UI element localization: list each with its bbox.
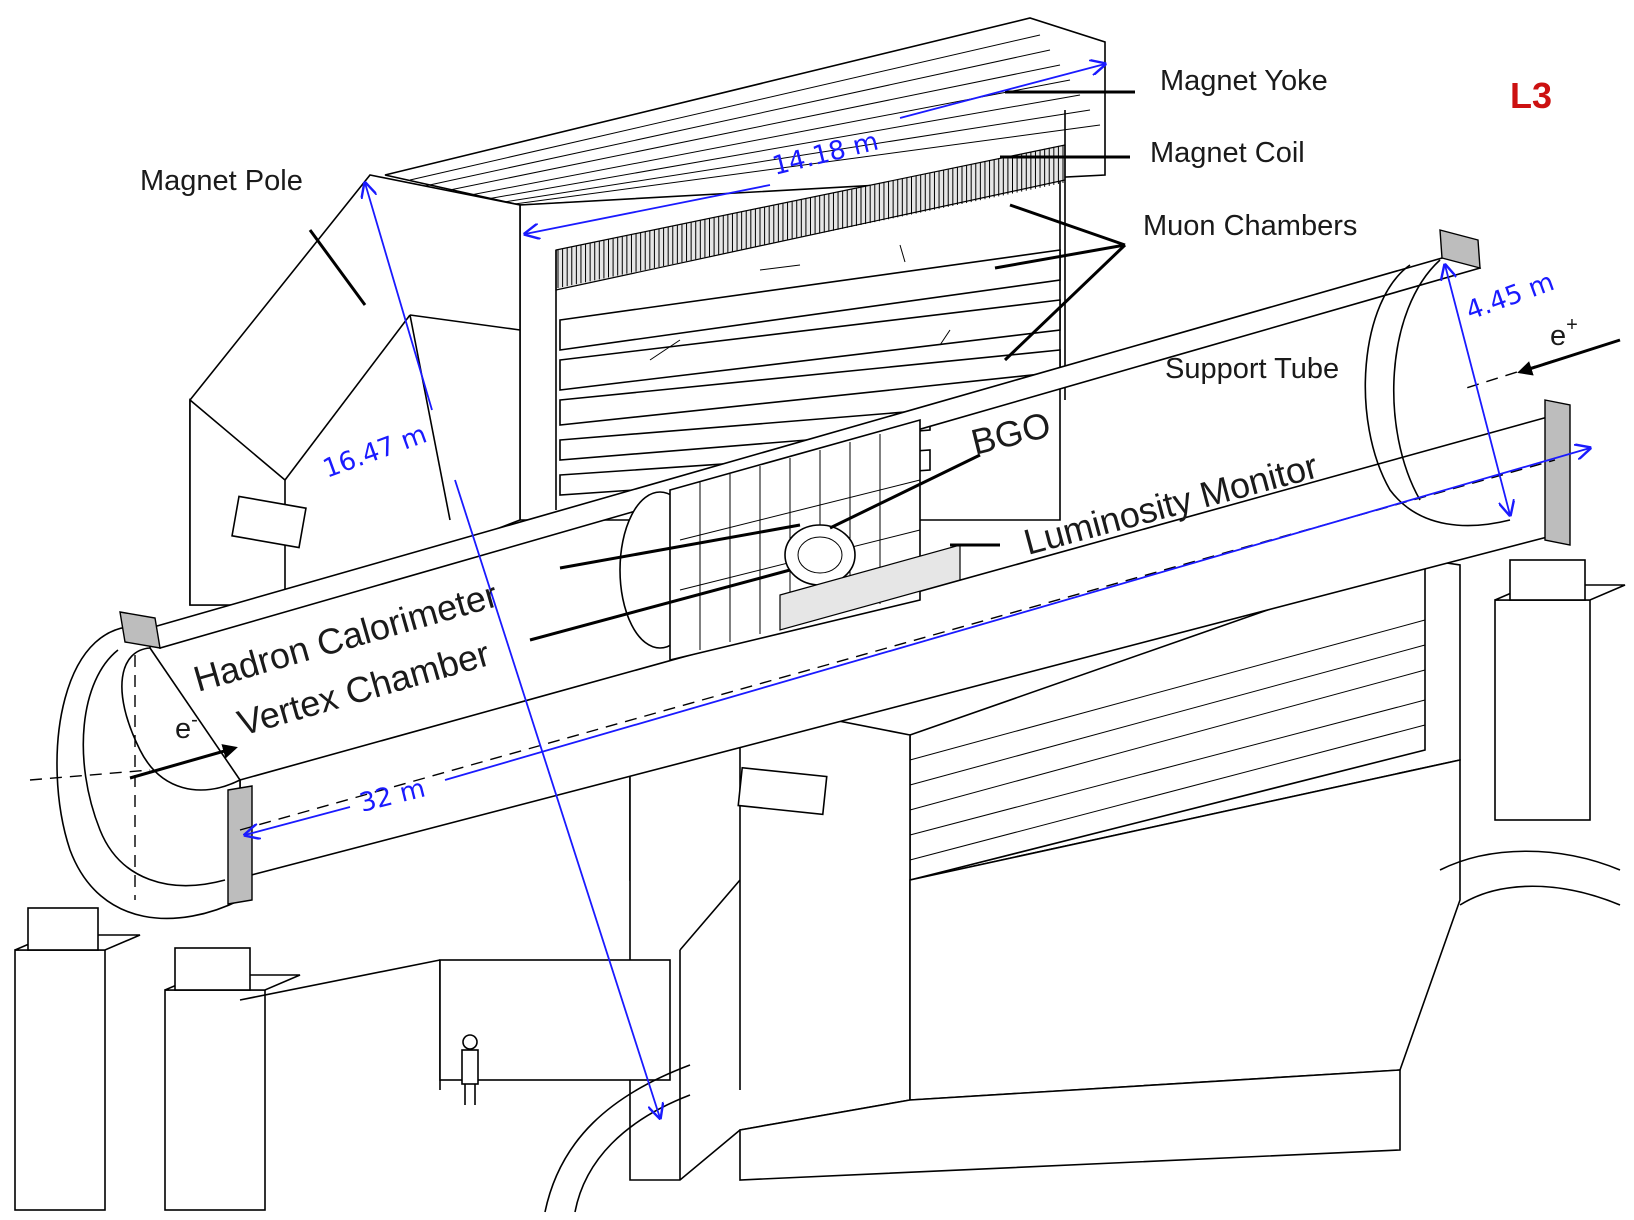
label-magnet-coil: Magnet Coil [1150, 137, 1305, 169]
label-e-plus: e+ [1550, 314, 1578, 352]
label-e-minus: e- [175, 709, 198, 745]
label-e-plus-base: e [1550, 320, 1566, 352]
dim-tube-length-line-right [444, 448, 1590, 781]
dimension-lines [245, 64, 1590, 1118]
detector-core [619, 418, 961, 662]
magnet-yoke-block [384, 17, 1106, 521]
label-e-plus-sup: + [1566, 314, 1578, 336]
dim-pole-line-top [365, 183, 433, 411]
label-e-minus-base: e [175, 713, 191, 745]
label-support-tube: Support Tube [1165, 353, 1339, 385]
dim-tube-length-line-left [245, 806, 351, 835]
person-figure [461, 1034, 479, 1105]
dim-tube-diameter-line [1445, 265, 1510, 515]
support-pillars [14, 559, 1626, 1211]
magnet-pole [189, 174, 521, 606]
dim-label-tube-diameter: 4.45 m [1462, 267, 1558, 326]
label-magnet-yoke: Magnet Yoke [1160, 65, 1328, 97]
leader-lines [129, 90, 1621, 780]
label-e-minus-sup: - [191, 709, 198, 731]
diagram-title: L3 [1510, 75, 1552, 116]
dim-yoke-line-left [525, 184, 771, 234]
label-magnet-pole: Magnet Pole [140, 165, 303, 197]
dim-yoke-line-right [899, 64, 1105, 119]
label-muon-chambers: Muon Chambers [1143, 210, 1357, 242]
dim-pole-line-bottom [454, 479, 660, 1118]
